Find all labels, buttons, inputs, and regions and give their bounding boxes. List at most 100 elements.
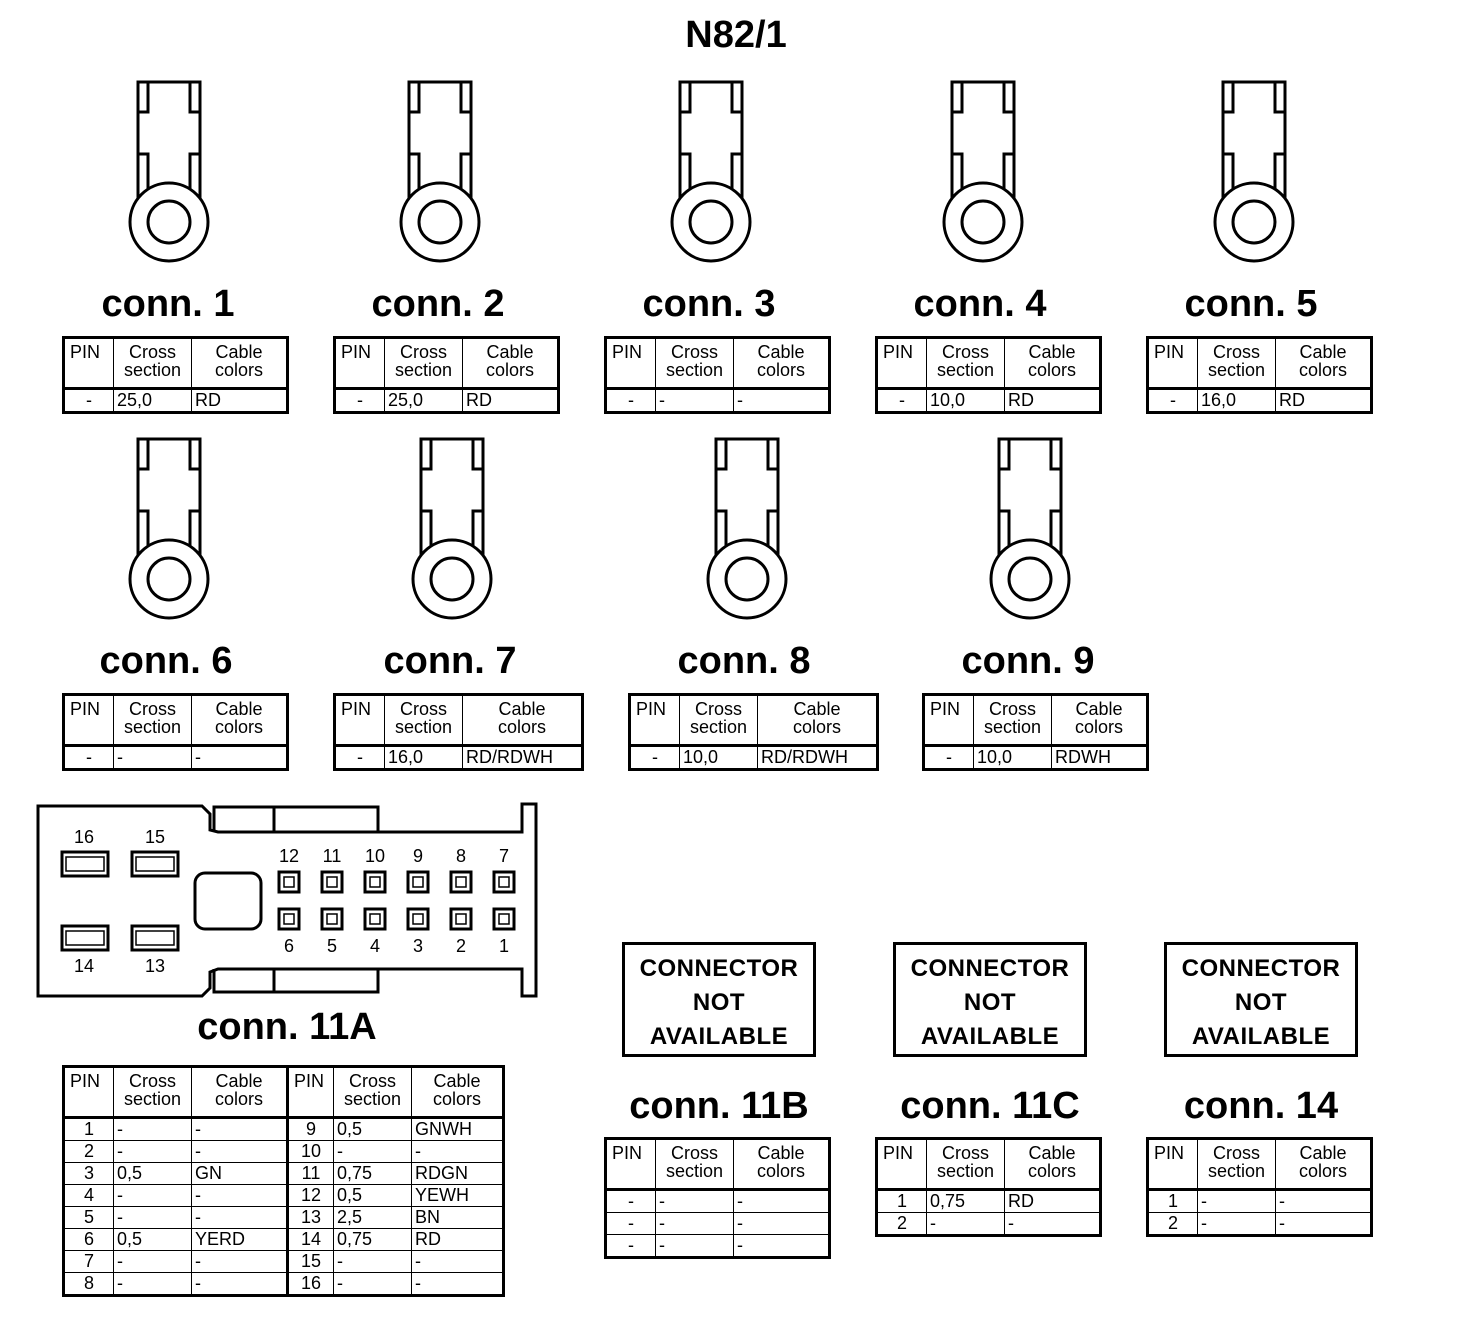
header-line: Cable bbox=[215, 1071, 263, 1091]
not-available-text: AVAILABLE bbox=[920, 1023, 1060, 1050]
cross-section-cell: - bbox=[926, 1212, 1005, 1236]
cross-section-cell: - bbox=[113, 1117, 192, 1141]
cross-section-cell: 10,0 bbox=[679, 745, 758, 770]
ring-terminal-icon bbox=[706, 437, 788, 620]
cable-color-cell: - bbox=[733, 1189, 830, 1213]
not-available-text: AVAILABLE bbox=[1191, 1023, 1331, 1050]
table-row: --- bbox=[605, 1234, 830, 1258]
pin-cell: 11 bbox=[286, 1162, 334, 1185]
header-line: section bbox=[123, 360, 182, 380]
header-line: colors bbox=[792, 717, 841, 737]
cable-color-cell: - bbox=[191, 745, 288, 770]
pin-number-label: 4 bbox=[370, 936, 380, 956]
ring-terminal-icon bbox=[399, 80, 481, 263]
cross-section-cell: - bbox=[113, 1140, 192, 1163]
pin-cell: - bbox=[876, 388, 927, 413]
pin-header: PIN bbox=[605, 337, 656, 390]
header-line: colors bbox=[214, 360, 263, 380]
not-available-text: AVAILABLE bbox=[649, 1023, 789, 1050]
header-line: section bbox=[123, 717, 182, 737]
header-line: Cross bbox=[399, 699, 447, 719]
not-available-text: NOT bbox=[963, 989, 1017, 1016]
header-line: colors bbox=[485, 360, 534, 380]
not-available-text: CONNECTOR bbox=[910, 955, 1070, 982]
cable-color-cell: RDWH bbox=[1051, 745, 1148, 770]
header-line: Cable bbox=[433, 1071, 481, 1091]
connector-label: conn. 14 bbox=[1183, 1085, 1339, 1127]
pin-number-label: 12 bbox=[279, 846, 299, 866]
pin-header: PIN bbox=[334, 337, 385, 390]
header-line: Cross bbox=[128, 699, 176, 719]
table-row: --- bbox=[605, 388, 830, 413]
cable-color-cell: - bbox=[191, 1206, 288, 1229]
pin-cell: - bbox=[334, 745, 385, 770]
table-row: --- bbox=[63, 745, 288, 770]
cable-color-cell: - bbox=[191, 1117, 288, 1141]
ring-terminal-icon bbox=[989, 437, 1071, 620]
pin-number-label: 13 bbox=[145, 956, 165, 976]
header-line: Cable bbox=[486, 342, 534, 362]
cable-color-cell: - bbox=[191, 1272, 288, 1296]
pin-header: PIN bbox=[923, 694, 974, 747]
not-available-text: CONNECTOR bbox=[1181, 955, 1341, 982]
cable-color-cell: RD bbox=[1004, 388, 1101, 413]
cable-color-cell: RD bbox=[462, 388, 559, 413]
header-line: section bbox=[343, 1089, 402, 1109]
header-line: Cable bbox=[215, 342, 263, 362]
header-line: section bbox=[1207, 360, 1266, 380]
connector-label: conn. 11B bbox=[629, 1085, 809, 1127]
pin-cell: 13 bbox=[286, 1206, 334, 1229]
header-line: section bbox=[936, 1161, 995, 1181]
table-row: 2-- bbox=[1147, 1212, 1372, 1236]
header-line: Cable bbox=[1075, 699, 1123, 719]
cross-section-cell: 0,75 bbox=[926, 1189, 1005, 1213]
ring-terminal-icon bbox=[670, 80, 752, 263]
pin-number-label: 3 bbox=[413, 936, 423, 956]
cable-color-cell: - bbox=[1004, 1212, 1101, 1236]
pin-number-label: 11 bbox=[323, 846, 342, 866]
cross-section-cell: - bbox=[113, 1206, 192, 1229]
cross-section-cell: 2,5 bbox=[333, 1206, 412, 1229]
header-line: colors bbox=[1074, 717, 1123, 737]
pin-number-label: 1 bbox=[499, 936, 509, 956]
cable-color-cell: - bbox=[191, 1140, 288, 1163]
header-line: Cable bbox=[757, 1143, 805, 1163]
cross-section-cell: - bbox=[655, 1189, 734, 1213]
pin-number-label: 6 bbox=[284, 936, 294, 956]
not-available-text: NOT bbox=[1234, 989, 1288, 1016]
cable-color-cell: RDGN bbox=[411, 1162, 504, 1185]
cable-color-cell: - bbox=[1275, 1189, 1372, 1213]
table-row: 8--16-- bbox=[63, 1272, 504, 1296]
header-line: section bbox=[394, 360, 453, 380]
cross-section-cell: 10,0 bbox=[926, 388, 1005, 413]
pin-number-label: 8 bbox=[456, 846, 466, 866]
cable-color-cell: RD/RDWH bbox=[757, 745, 878, 770]
cross-section-cell: 0,5 bbox=[333, 1184, 412, 1207]
connector-label: conn. 1 bbox=[101, 283, 235, 325]
cross-section-cell: - bbox=[113, 1272, 192, 1296]
ring-terminal-icon bbox=[942, 80, 1024, 263]
pin-number-label: 15 bbox=[145, 827, 165, 847]
header-line: section bbox=[665, 1161, 724, 1181]
pin-cell: 2 bbox=[876, 1212, 927, 1236]
